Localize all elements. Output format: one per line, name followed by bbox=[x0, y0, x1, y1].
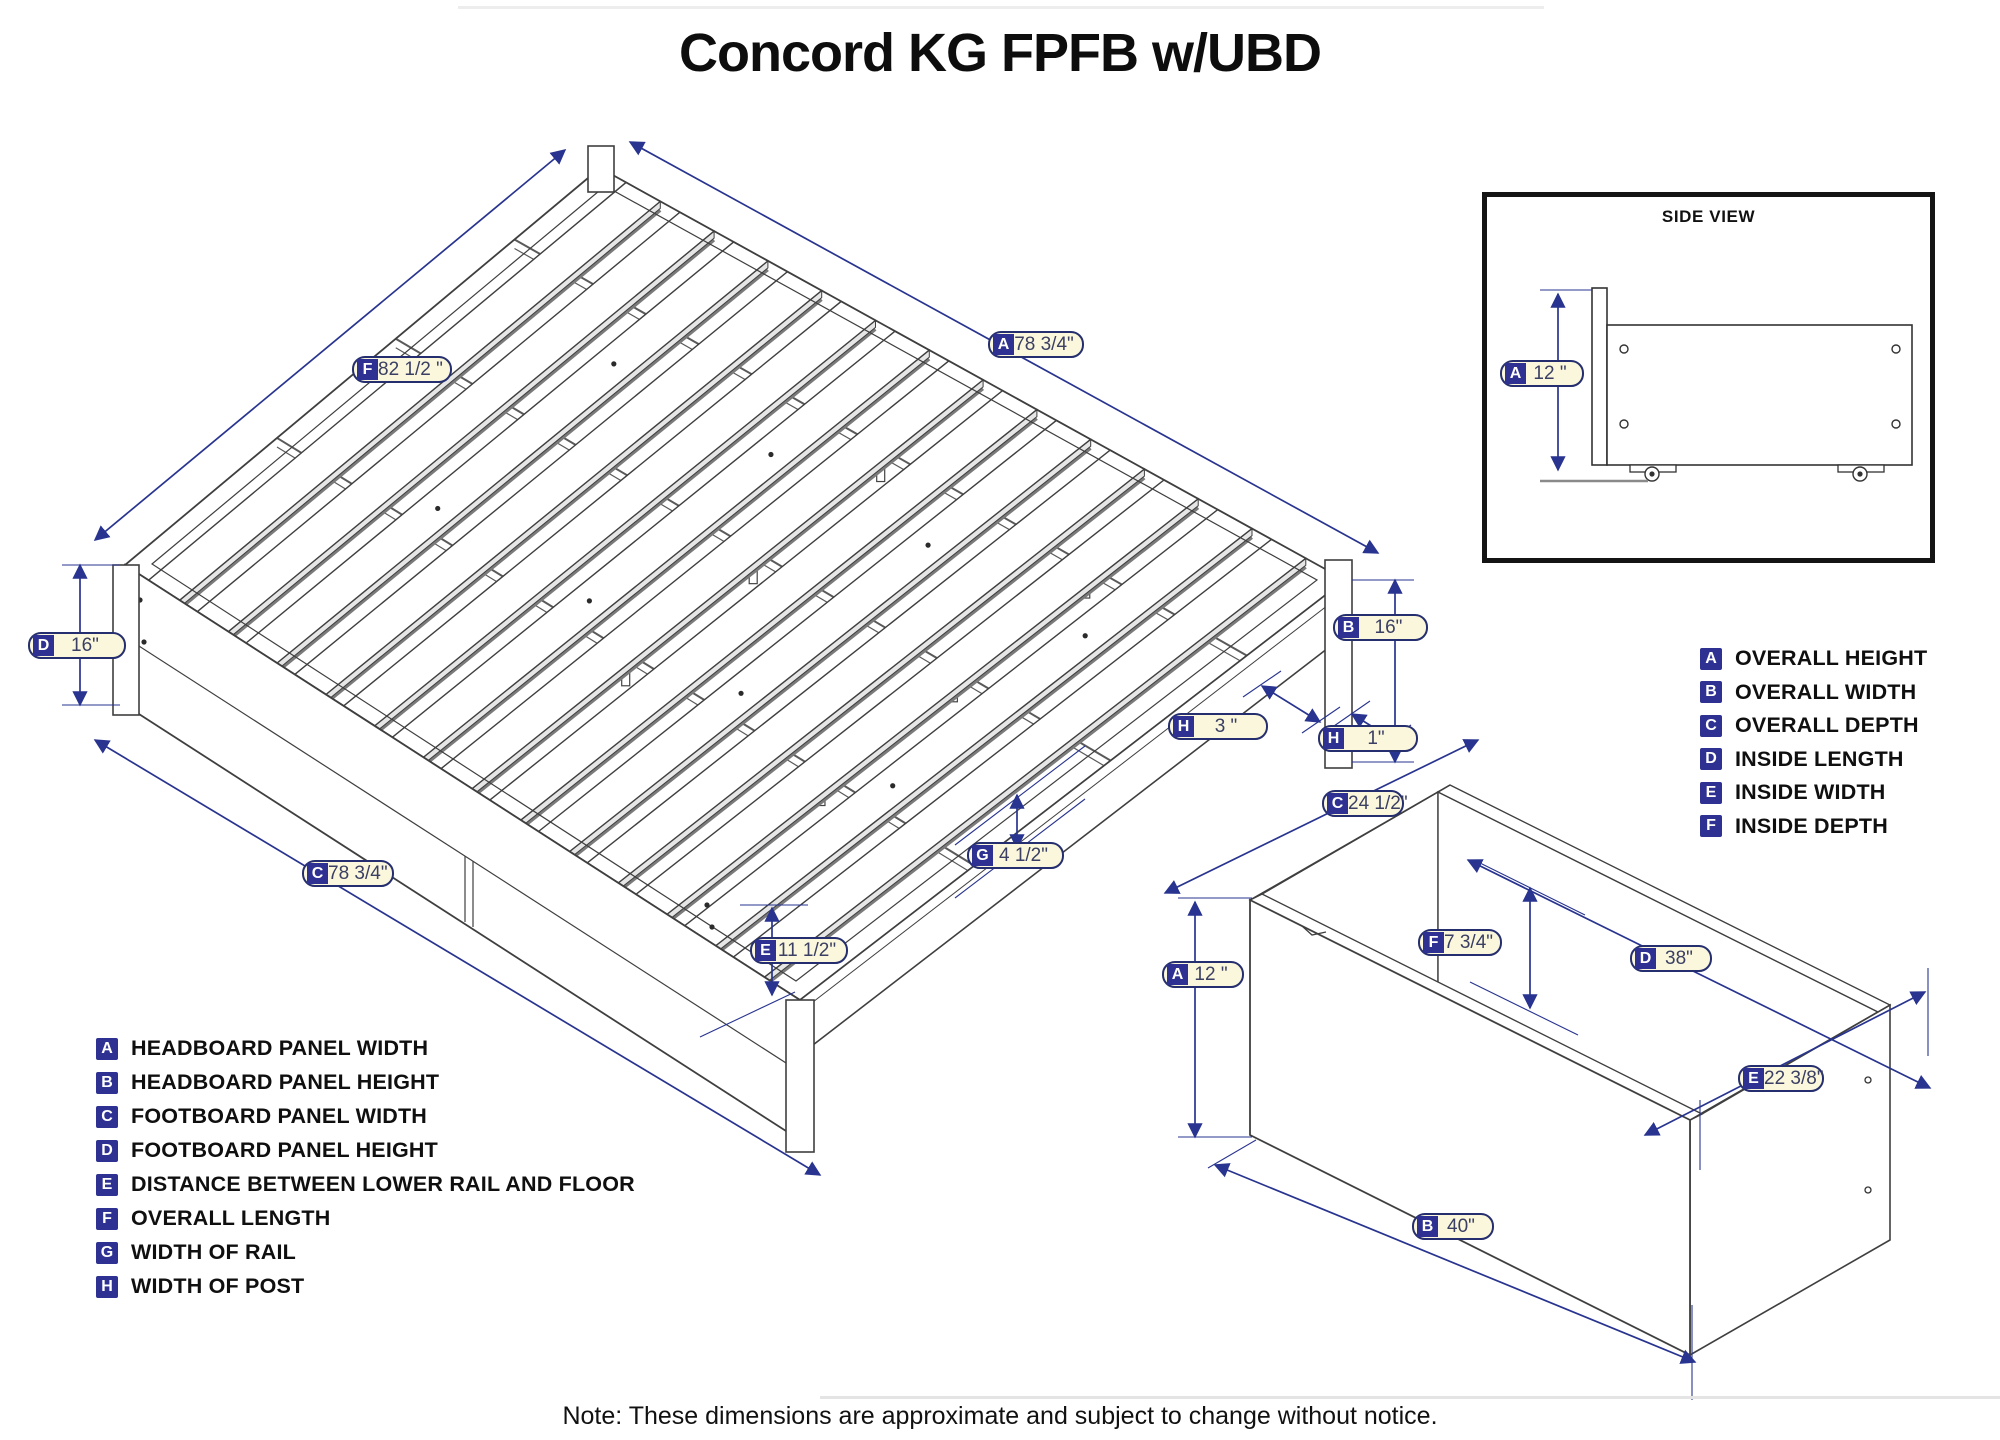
legend-badge-F: F bbox=[96, 1207, 118, 1230]
dim-value: 4 1/2" bbox=[998, 844, 1048, 866]
legend-item-C: C FOOTBOARD PANEL WIDTH bbox=[96, 1104, 427, 1129]
legend-item-D: D FOOTBOARD PANEL HEIGHT bbox=[96, 1138, 438, 1163]
legend-label: WIDTH OF POST bbox=[131, 1274, 305, 1298]
legend-item-E: E INSIDE WIDTH bbox=[1700, 780, 1886, 805]
dim-value: 16" bbox=[71, 634, 99, 656]
legend-item-A: A OVERALL HEIGHT bbox=[1700, 646, 1927, 671]
legend-label: INSIDE DEPTH bbox=[1735, 813, 1888, 838]
dim-pill-bed-B: B 16" bbox=[1333, 614, 1428, 641]
legend-label: OVERALL WIDTH bbox=[1735, 679, 1917, 704]
legend-item-C: C OVERALL DEPTH bbox=[1700, 713, 1919, 738]
dim-badge-A: A bbox=[993, 334, 1014, 355]
legend-label: WIDTH OF RAIL bbox=[131, 1240, 297, 1264]
legend-item-G: G WIDTH OF RAIL bbox=[96, 1240, 296, 1265]
dim-value: 78 3/4" bbox=[1014, 333, 1074, 355]
legend-label: HEADBOARD PANEL HEIGHT bbox=[131, 1070, 440, 1094]
dim-pill-drw-A: A 12 " bbox=[1162, 961, 1244, 988]
legend-badge-B: B bbox=[1700, 681, 1722, 703]
dim-badge-H: H bbox=[1323, 728, 1344, 749]
dim-value: 82 1/2 " bbox=[378, 358, 443, 380]
dim-value: 7 3/4" bbox=[1444, 931, 1494, 953]
dim-badge-D: D bbox=[33, 635, 54, 656]
dim-pill-bed-H_post: H 3 " bbox=[1168, 713, 1268, 740]
legend-badge-D: D bbox=[96, 1139, 118, 1162]
dim-pill-drw-B: B 40" bbox=[1412, 1213, 1494, 1240]
dim-badge-C: C bbox=[1327, 793, 1348, 814]
dim-badge-C: C bbox=[307, 863, 328, 884]
legend-label: FOOTBOARD PANEL HEIGHT bbox=[131, 1138, 438, 1162]
legend-badge-C: C bbox=[96, 1105, 118, 1128]
legend-item-D: D INSIDE LENGTH bbox=[1700, 747, 1904, 772]
legend-badge-D: D bbox=[1700, 748, 1722, 770]
dim-badge-G: G bbox=[972, 845, 993, 866]
legend-label: FOOTBOARD PANEL WIDTH bbox=[131, 1104, 428, 1128]
dim-badge-B: B bbox=[1417, 1216, 1438, 1237]
dim-value: 22 3/8" bbox=[1764, 1067, 1824, 1089]
dim-badge-H: H bbox=[1173, 716, 1194, 737]
dim-pill-side-A: A 12 " bbox=[1500, 360, 1584, 387]
top-divider bbox=[458, 6, 1544, 9]
legend-item-B: B OVERALL WIDTH bbox=[1700, 680, 1916, 705]
legend-item-E: E DISTANCE BETWEEN LOWER RAIL AND FLOOR bbox=[96, 1172, 635, 1197]
legend-badge-F: F bbox=[1700, 815, 1722, 837]
drawer-dimension-lines bbox=[1163, 739, 1932, 1400]
legend-label: INSIDE WIDTH bbox=[1735, 780, 1886, 804]
side-view-inset-box: SIDE VIEW bbox=[1482, 192, 1935, 563]
dim-badge-E: E bbox=[755, 940, 776, 961]
legend-label: DISTANCE BETWEEN LOWER RAIL AND FLOOR bbox=[131, 1172, 635, 1196]
dim-value: 38" bbox=[1665, 947, 1693, 969]
legend-item-B: B HEADBOARD PANEL HEIGHT bbox=[96, 1070, 439, 1095]
legend-label: INSIDE LENGTH bbox=[1735, 746, 1904, 771]
legend-badge-E: E bbox=[1700, 781, 1722, 804]
footer-note: Note: These dimensions are approximate a… bbox=[562, 1402, 1438, 1430]
dim-value: 11 1/2" bbox=[777, 939, 837, 961]
dim-badge-B: B bbox=[1338, 617, 1359, 638]
dim-value: 3 " bbox=[1214, 715, 1238, 737]
dim-badge-F: F bbox=[1423, 932, 1444, 953]
legend-item-F: F OVERALL LENGTH bbox=[96, 1206, 331, 1231]
legend-badge-G: G bbox=[96, 1241, 118, 1264]
legend-item-H: H WIDTH OF POST bbox=[96, 1274, 304, 1299]
legend-label: OVERALL DEPTH bbox=[1735, 713, 1919, 737]
dim-value: 78 3/4" bbox=[328, 862, 388, 884]
legend-badge-A: A bbox=[96, 1037, 118, 1060]
dim-value: 16" bbox=[1374, 616, 1403, 638]
dim-pill-bed-H_gap: H 1" bbox=[1318, 725, 1418, 752]
legend-badge-B: B bbox=[96, 1071, 118, 1094]
legend-label: HEADBOARD PANEL WIDTH bbox=[131, 1036, 429, 1060]
dim-badge-A: A bbox=[1505, 363, 1526, 384]
dim-value: 12 " bbox=[1533, 362, 1567, 384]
bottom-divider bbox=[820, 1396, 2000, 1399]
legend-label: OVERALL HEIGHT bbox=[1735, 646, 1928, 670]
side-view-line-art bbox=[1540, 287, 1913, 483]
dim-badge-E: E bbox=[1743, 1068, 1764, 1089]
legend-badge-H: H bbox=[96, 1275, 118, 1298]
dim-pill-drw-D: D 38" bbox=[1630, 945, 1712, 972]
legend-item-F: F INSIDE DEPTH bbox=[1700, 814, 1888, 839]
legend-badge-E: E bbox=[96, 1173, 118, 1196]
side-view-title: SIDE VIEW bbox=[1661, 207, 1756, 226]
dim-pill-bed-D: D 16" bbox=[28, 632, 126, 659]
dim-badge-A: A bbox=[1167, 964, 1188, 985]
legend-item-A: A HEADBOARD PANEL WIDTH bbox=[96, 1036, 428, 1061]
dim-value: 1" bbox=[1367, 727, 1385, 749]
legend-badge-C: C bbox=[1700, 714, 1722, 737]
dim-badge-F: F bbox=[357, 359, 378, 380]
dim-value: 40" bbox=[1447, 1215, 1475, 1237]
dim-value: 12 " bbox=[1194, 963, 1228, 985]
page-title: Concord KG FPFB w/UBD bbox=[679, 23, 1322, 83]
legend-badge-A: A bbox=[1700, 647, 1722, 670]
dim-badge-D: D bbox=[1635, 948, 1656, 969]
legend-label: OVERALL LENGTH bbox=[131, 1206, 331, 1230]
dim-value: 24 1/2" bbox=[1348, 792, 1408, 814]
